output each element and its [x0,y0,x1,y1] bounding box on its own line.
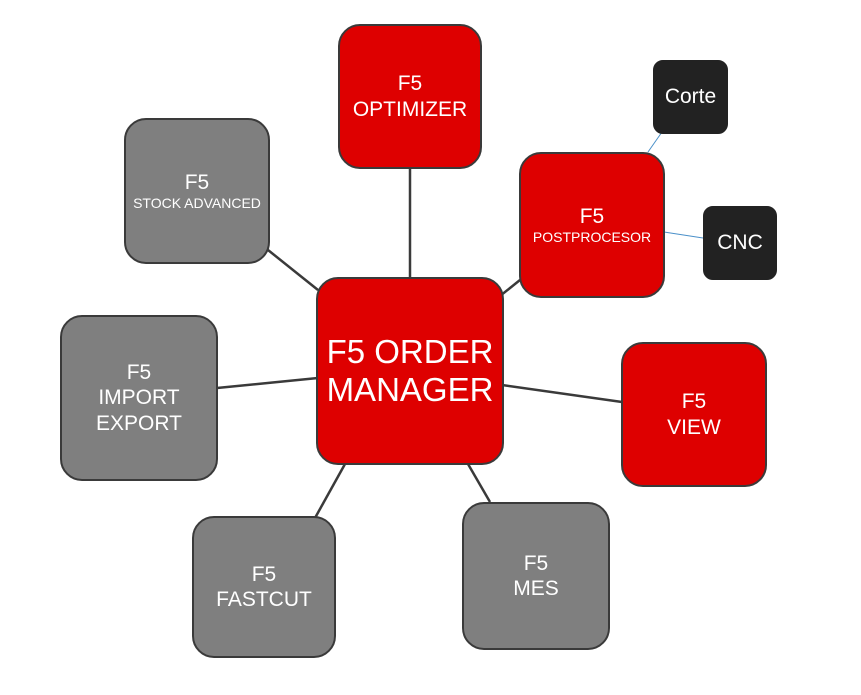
node-mes-line2: MES [513,577,559,600]
node-fastcut: F5 FASTCUT [192,516,336,658]
node-stock-advanced: F5 STOCK ADVANCED [124,118,270,264]
node-order-manager: F5 ORDER MANAGER [316,277,504,465]
node-view: F5 VIEW [621,342,767,487]
node-stock-advanced-line2: STOCK ADVANCED [133,195,261,212]
node-cnc-label: CNC [717,231,763,255]
node-import-export-line1: F5 [126,361,152,385]
node-optimizer: F5 OPTIMIZER [338,24,482,169]
connector-fastcut [313,463,347,519]
node-corte: Corte [653,60,728,134]
node-postprocesor: F5 POSTPROCESOR [519,152,665,298]
node-mes-line1: F5 [523,551,549,575]
connector-import-export [216,376,319,390]
node-order-manager-line1: F5 ORDER [326,333,494,371]
node-optimizer-line1: F5 [397,72,423,96]
node-fastcut-line2: FASTCUT [216,588,312,611]
connector-cnc [663,231,704,239]
node-import-export-line2: IMPORT [98,386,180,410]
node-import-export: F5 IMPORT EXPORT [60,315,218,481]
node-postprocesor-line2: POSTPROCESOR [532,229,652,246]
connector-mes [466,463,492,503]
node-stock-advanced-line1: F5 [184,171,210,194]
connector-corte [647,131,663,153]
node-view-line2: VIEW [667,415,721,439]
node-import-export-line3: EXPORT [96,411,182,435]
connector-view [501,383,623,404]
node-view-line1: F5 [681,390,707,414]
node-cnc: CNC [703,206,777,280]
node-order-manager-line2: MANAGER [326,371,494,408]
node-corte-label: Corte [664,85,717,109]
node-mes: F5 MES [462,502,610,650]
node-postprocesor-line1: F5 [579,205,605,228]
node-fastcut-line1: F5 [251,562,277,586]
node-optimizer-line2: OPTIMIZER [352,97,468,121]
connector-stock-advanced [267,249,319,291]
